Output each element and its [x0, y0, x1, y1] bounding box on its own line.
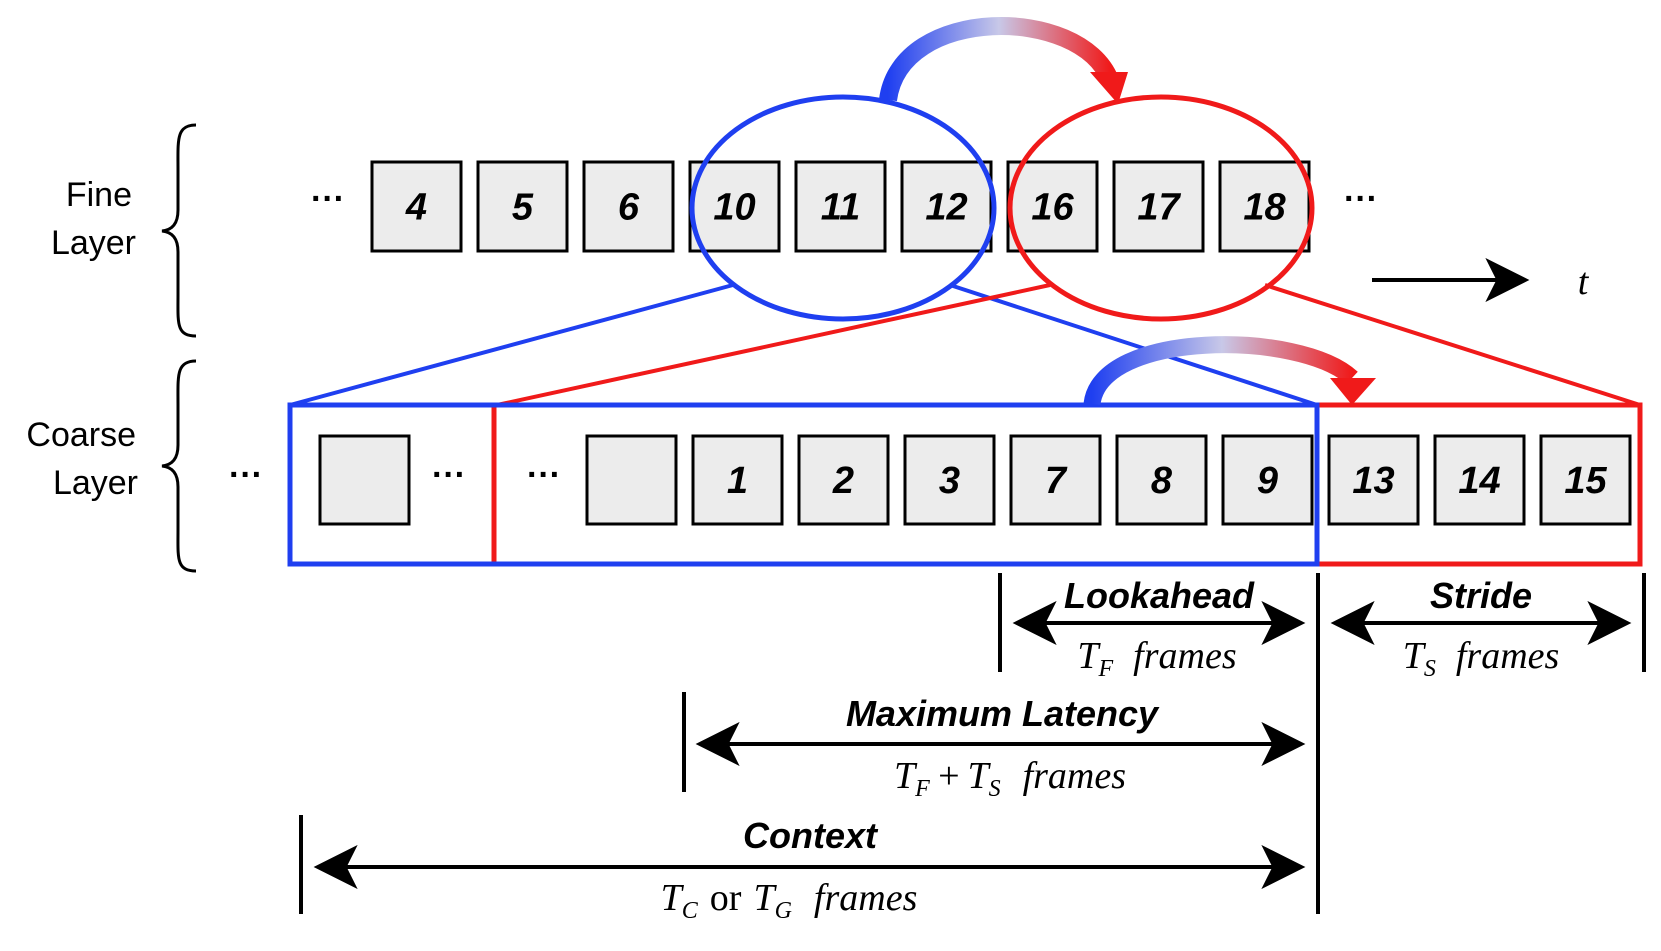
fine-frame-box: [1112, 160, 1205, 253]
coarse-frame-label: 2: [832, 460, 854, 502]
fine-frame-label: 6: [618, 187, 640, 229]
lookahead-title: Lookahead: [1064, 575, 1255, 616]
context-sub2: G: [775, 898, 792, 924]
coarse-layer-label: Coarse Layer: [26, 416, 138, 502]
fine-frame-box: [476, 160, 569, 253]
fine-frame-label: 17: [1137, 187, 1181, 229]
coarse-frame-box: [1115, 434, 1208, 526]
fine-frame-box: [900, 160, 993, 253]
lookahead-unit: frames: [1133, 635, 1236, 677]
max-latency-unit: frames: [1023, 755, 1126, 797]
context-sym1: T: [661, 877, 685, 919]
fine-ellipsis-left: ···: [311, 180, 345, 218]
max-latency-plus: +: [936, 755, 962, 797]
coarse-layer-word1: Coarse: [26, 416, 136, 454]
fine-frame-label: 5: [512, 187, 534, 229]
fine-frame-label: 10: [713, 187, 755, 229]
lookahead-sym: T: [1077, 635, 1101, 677]
fine-frame-box: [582, 160, 675, 253]
fine-frame-label: 4: [405, 187, 427, 229]
fine-frame-box: [370, 160, 463, 253]
fine-frame-box: [1218, 160, 1311, 253]
fine-shift-arrow: [879, 17, 1128, 104]
coarse-frame-blank-b: [585, 434, 678, 526]
coarse-frame-label: 8: [1151, 460, 1173, 502]
max-latency-title: Maximum Latency: [846, 693, 1160, 734]
red-connector-right: [1264, 283, 1641, 407]
coarse-frame-label: 1: [727, 460, 748, 502]
blue-connector-left: [289, 283, 734, 407]
context-sub1: C: [682, 898, 699, 924]
blue-connector-right: [949, 283, 1318, 407]
coarse-frame-label: 15: [1564, 460, 1607, 502]
red-window-ellipse: [1007, 94, 1315, 322]
coarse-ellipsis-left: ···: [229, 456, 263, 494]
coarse-frame-box: [1433, 434, 1526, 526]
coarse-frame-box: [797, 434, 890, 526]
fine-frame-row: 4 5 6 10 11 12 16 17 18: [370, 160, 1311, 253]
stride-sub: S: [1424, 656, 1436, 682]
coarse-frame-box: [1539, 434, 1632, 526]
fine-frame-label: 16: [1031, 187, 1074, 229]
context-unit: frames: [814, 877, 917, 919]
coarse-frame-label: 7: [1045, 460, 1068, 502]
red-connector-left: [496, 283, 1051, 407]
coarse-frame-box: [1009, 434, 1102, 526]
coarse-frame-blank-a: [318, 434, 411, 526]
fine-frame-label: 18: [1243, 187, 1286, 229]
max-latency-sym2: T: [967, 755, 991, 797]
context-title: Context: [743, 815, 879, 856]
coarse-ellipsis-mid1: ···: [432, 456, 466, 494]
lookahead-sub: F: [1098, 656, 1114, 682]
blue-coarse-window: [287, 402, 1320, 567]
max-latency-sym1: T: [894, 755, 918, 797]
coarse-frame-row: 1 2 3 7 8 9 13 14 15: [691, 434, 1632, 526]
stride-title: Stride: [1430, 575, 1532, 616]
fine-layer-word2: Layer: [51, 224, 136, 262]
coarse-ellipsis-mid2: ···: [527, 456, 561, 494]
coarse-layer-brace: [161, 359, 197, 573]
fine-frame-box: [794, 160, 887, 253]
coarse-frame-box: [691, 434, 784, 526]
coarse-frame-box: [1221, 434, 1314, 526]
context-or: or: [710, 877, 742, 919]
coarse-layer-word2: Layer: [53, 464, 138, 502]
context-sym2: T: [753, 877, 777, 919]
fine-layer-word1: Fine: [66, 176, 132, 214]
max-latency-sub1: F: [914, 776, 930, 802]
coarse-frame-label: 9: [1257, 460, 1278, 502]
coarse-shift-arrow: [1083, 336, 1376, 406]
fine-frame-box: [688, 160, 781, 253]
coarse-frame-box: [1327, 434, 1420, 526]
coarse-frame-label: 13: [1352, 460, 1394, 502]
coarse-frame-label: 14: [1458, 460, 1500, 502]
blue-window-ellipse: [689, 94, 997, 322]
fine-layer-brace: [161, 123, 197, 338]
time-axis-label: t: [1578, 261, 1590, 303]
coarse-frame-label: 3: [939, 460, 960, 502]
max-latency-sub2: S: [989, 776, 1001, 802]
stride-sym: T: [1403, 635, 1427, 677]
fine-frame-label: 11: [821, 187, 860, 229]
fine-frame-label: 12: [925, 187, 967, 229]
fine-layer-label: Fine Layer: [51, 176, 136, 262]
fine-ellipsis-right: ···: [1344, 180, 1378, 218]
coarse-frame-box: [903, 434, 996, 526]
stride-unit: frames: [1456, 635, 1559, 677]
